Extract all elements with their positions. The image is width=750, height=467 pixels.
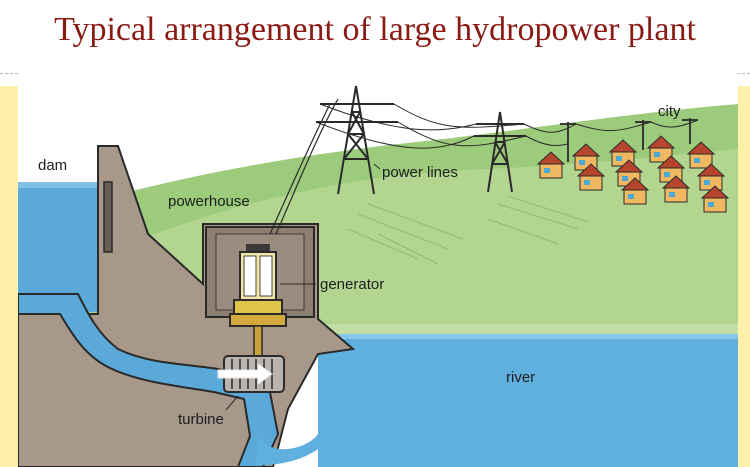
label-river: river bbox=[506, 369, 535, 386]
river-surface bbox=[318, 334, 738, 339]
generator-unit bbox=[229, 244, 287, 357]
generator-cables bbox=[269, 98, 339, 235]
left-accent-band bbox=[0, 86, 22, 467]
label-generator: generator bbox=[320, 276, 384, 293]
house-icon bbox=[620, 177, 650, 205]
label-power-lines: power lines bbox=[382, 164, 458, 181]
leader-lines bbox=[225, 163, 381, 411]
house-icon bbox=[696, 163, 726, 191]
label-turbine: turbine bbox=[178, 411, 224, 428]
flow-arrow-icon bbox=[217, 363, 273, 385]
house-icon bbox=[536, 151, 566, 179]
power-lines bbox=[315, 103, 699, 149]
right-accent-band bbox=[736, 86, 750, 467]
diagram-canvas: dam powerhouse power lines city generato… bbox=[18, 64, 738, 467]
penstock bbox=[18, 293, 280, 467]
label-powerhouse: powerhouse bbox=[168, 193, 250, 210]
hydropower-diagram: dam powerhouse power lines city generato… bbox=[18, 64, 738, 467]
slide-title: Typical arrangement of large hydropower … bbox=[54, 11, 696, 48]
intake-gate bbox=[103, 181, 113, 253]
house-icon bbox=[646, 135, 676, 163]
house-icon bbox=[686, 141, 716, 169]
city-houses bbox=[536, 135, 730, 213]
label-dam: dam bbox=[38, 157, 67, 174]
reservoir-surface bbox=[18, 182, 118, 188]
house-icon bbox=[576, 163, 606, 191]
tailrace bbox=[256, 434, 738, 466]
house-icon bbox=[700, 185, 730, 213]
utility-poles bbox=[560, 118, 698, 162]
tower-shadows bbox=[347, 195, 589, 265]
house-icon bbox=[661, 175, 691, 203]
house-icon bbox=[571, 143, 601, 171]
label-city: city bbox=[658, 103, 681, 120]
